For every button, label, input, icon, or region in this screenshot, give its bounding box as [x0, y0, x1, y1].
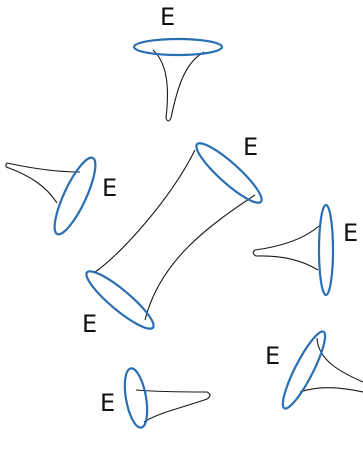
horn-right: E	[252, 203, 358, 297]
horn-center-lower-label: E	[82, 310, 97, 338]
horn-left-rim	[53, 156, 97, 236]
horn-center-upper-rim	[195, 142, 263, 204]
horn-top-rim	[132, 37, 224, 57]
horn-top-label: E	[160, 3, 175, 31]
horn-right-body	[252, 225, 320, 271]
horn-bottom-body	[135, 389, 211, 423]
horn-top-body	[152, 49, 205, 122]
horn-lower-right-rim	[281, 330, 327, 410]
horn-bottom: E	[100, 367, 211, 429]
horn-center-double: E E	[82, 133, 263, 338]
horn-left-label: E	[102, 174, 117, 202]
horn-top: E	[132, 3, 224, 122]
horn-lower-right-label: E	[265, 342, 280, 370]
horn-bottom-rim	[123, 367, 149, 429]
horn-center-lower-rim	[85, 270, 155, 330]
horn-center-upper-body	[94, 149, 196, 273]
horn-right-rim	[317, 203, 335, 297]
horn-lower-right-body	[299, 337, 363, 393]
horn-left-body	[5, 162, 81, 204]
horn-bottom-label: E	[100, 389, 115, 417]
horn-center-upper-label: E	[243, 133, 258, 161]
horn-right-label: E	[343, 219, 358, 247]
horn-center-lower-body	[144, 194, 256, 321]
horn-lower-right: E	[265, 330, 363, 410]
horn-left: E	[5, 156, 117, 236]
